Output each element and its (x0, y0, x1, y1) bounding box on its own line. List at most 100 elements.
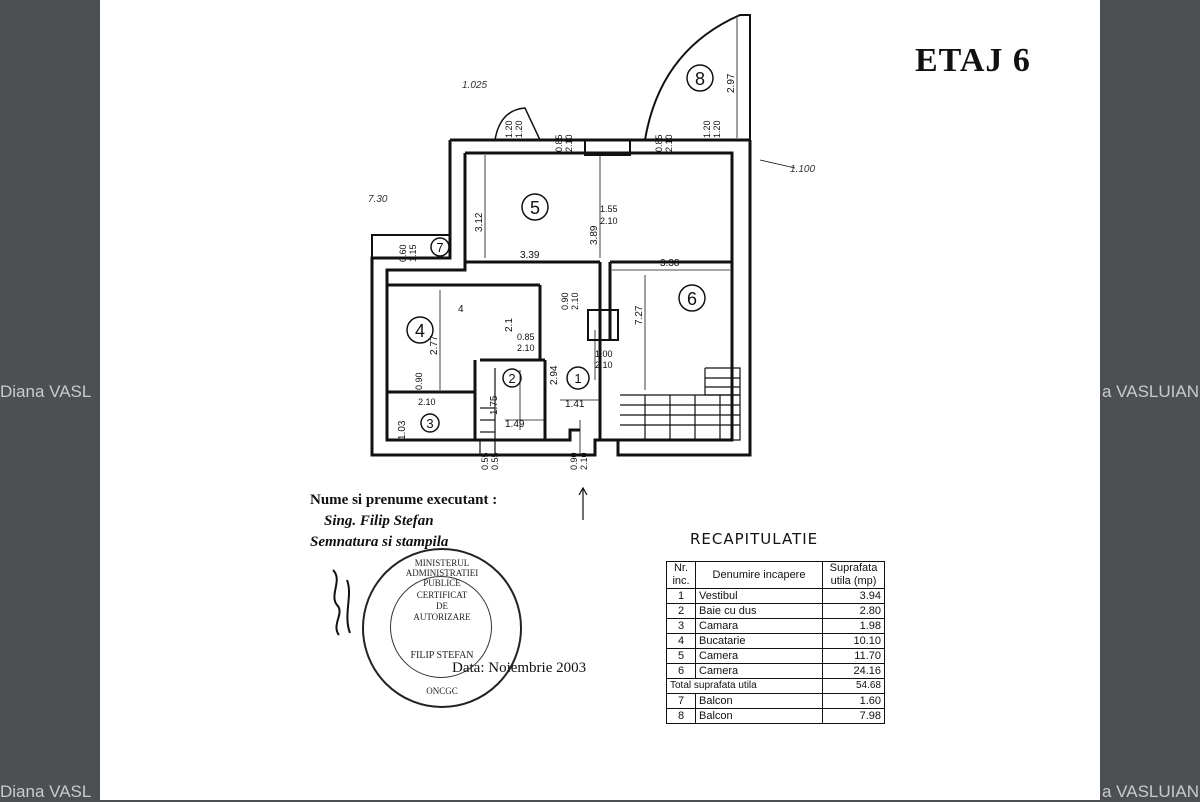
cell-area: 3.94 (822, 588, 885, 604)
annotation-1025: 1.025 (462, 80, 487, 91)
room-marker-6 (678, 284, 706, 312)
watermark-left: Diana VASL (0, 382, 92, 401)
stamp-line-3: AUTORIZARE (413, 612, 471, 622)
cell-area: 1.98 (822, 618, 885, 634)
room-marker-1 (566, 366, 590, 390)
left-margin: Diana VASL Diana VASL (0, 0, 100, 801)
cell-name: Balcon (695, 693, 823, 709)
cell-area: 10.10 (822, 633, 885, 649)
room-label-5: 5 (530, 198, 540, 218)
cell-name: Camera (695, 663, 823, 679)
stamp-name: FILIP STEFAN (410, 650, 474, 661)
level-annotations: 1.025 1.100 7.30 (368, 80, 815, 205)
cell-area: 1.60 (822, 693, 885, 709)
room-numbers: 5 6 4 8 (415, 69, 705, 341)
cell-nr: 5 (666, 648, 696, 664)
opening-5-top: 1.55 (600, 204, 618, 214)
room-numbers-small: 7 1 2 3 (426, 240, 581, 431)
opening-11-bottom: 2.10 (579, 452, 589, 470)
opening-7-top: 0.85 (517, 332, 535, 342)
stamp-line-1: CERTIFICAT (416, 590, 468, 600)
north-arrow-icon (578, 486, 588, 520)
stamp-outer-text: MINISTERUL ADMINISTRATIEI PUBLICE (405, 558, 479, 588)
table-row: 8 Balcon 7.98 (666, 708, 885, 724)
cell-nr: 7 (666, 693, 696, 709)
dim-1-03: 1.03 (397, 420, 408, 440)
dim-2-77: 2.77 (429, 335, 440, 355)
dim-7-27: 7.27 (634, 305, 645, 325)
dim-2-97: 2.97 (726, 73, 737, 93)
table-row: 1 Vestibul 3.94 (666, 588, 885, 604)
dim-4: 4 (458, 304, 464, 315)
document-date: Data: Noiembrie 2003 (452, 660, 587, 676)
opening-8-bottom: 2.10 (570, 292, 580, 310)
bay-window (494, 107, 541, 141)
stairs (479, 367, 741, 456)
opening-9-top: 1.00 (595, 349, 613, 359)
dim-1-75: 1.75 (489, 395, 500, 415)
header-area: Suprafata utila (mp) (822, 561, 885, 589)
opening-7-bottom: 2.10 (517, 343, 535, 353)
header-nr: Nr. inc. (666, 561, 696, 589)
room-label-4: 4 (415, 321, 425, 341)
recap-table: Nr. inc. Denumire incapere Suprafata uti… (666, 561, 885, 724)
total-label: Total suprafata utila (666, 678, 823, 694)
total-row: Total suprafata utila 54.68 (666, 678, 885, 694)
stamp-inner-ring (390, 576, 492, 678)
cell-area: 11.70 (822, 648, 885, 664)
opening-4-top: 1.20 (702, 120, 712, 138)
opening-2-bottom: 2.10 (564, 134, 574, 152)
cell-name: Camara (695, 618, 823, 634)
opening-12-bottom: 2.10 (418, 397, 436, 407)
recap-title: RECAPITULATIE (690, 530, 819, 548)
opening-3-top: 0.85 (654, 134, 664, 152)
opening-1-top: 1.20 (504, 120, 514, 138)
cell-nr: 2 (666, 603, 696, 619)
opening-6-top: 0.60 (398, 244, 408, 262)
annotation-730: 7.30 (368, 194, 388, 205)
dim-1-49: 1.49 (505, 419, 525, 430)
stamp-line-2: DE (436, 601, 448, 611)
balcony-8 (644, 14, 751, 141)
opening-11-top: 0.90 (569, 452, 579, 470)
opening-1-bottom: 1.20 (514, 120, 524, 138)
table-row: 5 Camera 11.70 (666, 648, 885, 664)
room-label-8: 8 (695, 69, 705, 89)
table-row: 7 Balcon 1.60 (666, 693, 885, 709)
table-row: 2 Baie cu dus 2.80 (666, 603, 885, 619)
executant-name: Sing. Filip Stefan (324, 513, 434, 529)
executant-block: Nume si prenume executant : Sing. Filip … (310, 490, 497, 553)
floor-title: ETAJ 6 (915, 42, 1031, 79)
floor-plan: 5 6 4 8 7 1 2 3 3.39 3.38 3.12 3.89 7.27… (368, 14, 815, 520)
cell-name: Camera (695, 648, 823, 664)
signature-label: Semnatura si stampila (310, 534, 449, 550)
stamp-bottom: ONCGC (426, 686, 458, 696)
room-markers (406, 64, 714, 433)
cell-name: Vestibul (695, 588, 823, 604)
room-marker-8 (686, 64, 714, 92)
room-marker-3 (420, 413, 440, 433)
column (584, 139, 631, 341)
dim-3-39: 3.39 (520, 250, 540, 261)
room-label-1: 1 (574, 371, 581, 386)
header-name: Denumire incapere (695, 561, 823, 589)
cell-nr: 6 (666, 663, 696, 679)
dim-3-89: 3.89 (589, 225, 600, 245)
dim-3-12: 3.12 (474, 212, 485, 232)
cell-name: Baie cu dus (695, 603, 823, 619)
cell-name: Bucatarie (695, 633, 823, 649)
dimension-labels: 3.39 3.38 3.12 3.89 7.27 2.77 2.94 1.41 … (397, 73, 737, 440)
opening-8-top: 0.90 (560, 292, 570, 310)
room-label-7: 7 (436, 240, 443, 255)
room-marker-7 (430, 237, 450, 257)
room-marker-5 (521, 193, 549, 221)
opening-labels: 1.20 1.20 0.85 2.10 0.85 2.10 1.20 1.20 … (398, 120, 722, 470)
room-label-3: 3 (426, 416, 433, 431)
table-row: 6 Camera 24.16 (666, 663, 885, 679)
annotation-1100: 1.100 (790, 164, 815, 175)
total-area: 54.68 (822, 678, 885, 694)
table-row: 3 Camara 1.98 (666, 618, 885, 634)
plan-walls (370, 138, 752, 457)
opening-10-top: 0.55 (480, 452, 490, 470)
executant-label: Nume si prenume executant : (310, 492, 498, 508)
